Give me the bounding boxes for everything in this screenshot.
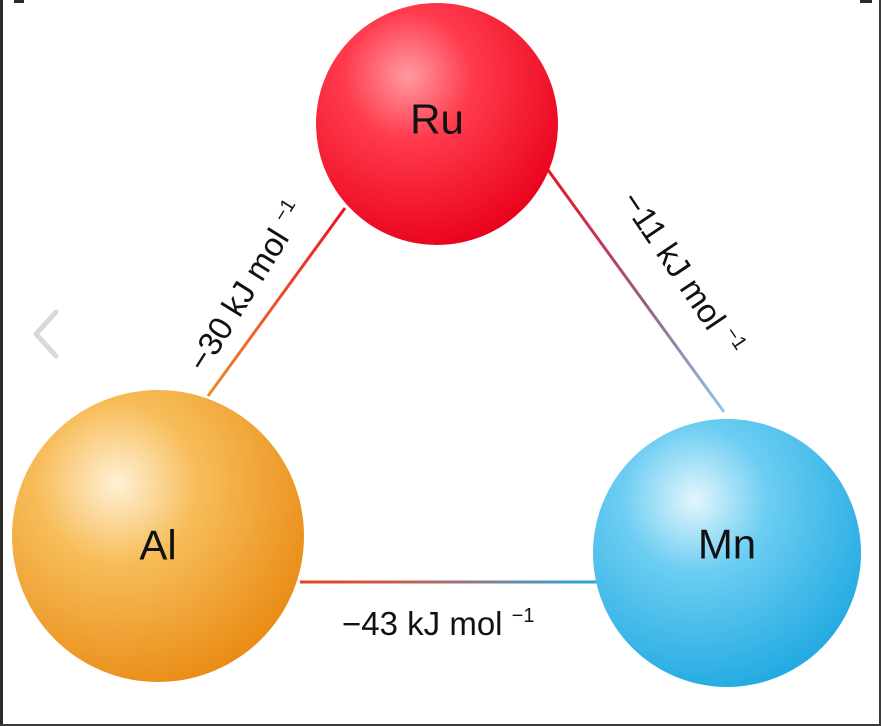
atom-ru-label: Ru (410, 96, 464, 143)
energy-label-ru-mn: −11 kJ mol −1 (614, 184, 751, 362)
energy-value-al-mn: −43 (342, 605, 398, 642)
energy-label-ru-al: −30 kJ mol −1 (180, 195, 313, 378)
energy-value-ru-al: −30 (180, 311, 241, 378)
energy-value-ru-mn: −11 (614, 184, 675, 249)
atom-al-sphere (12, 390, 304, 682)
atom-ru-sphere (316, 3, 558, 245)
atom-al-label: Al (139, 522, 176, 569)
viewer-frame-left (0, 0, 3, 726)
atom-ru: Ru (316, 3, 558, 245)
energy-unit-al-mn: kJ mol (407, 605, 502, 642)
atom-al: Al (12, 390, 304, 682)
energy-exponent-ru-mn: −1 (720, 323, 751, 354)
energy-unit-ru-al: kJ mol (214, 222, 296, 322)
bond-ru-al (206, 207, 347, 397)
atom-mn-label: Mn (698, 521, 756, 568)
corner-tick-left (14, 0, 24, 3)
previous-image-button[interactable] (26, 306, 66, 362)
energy-exponent-al-mn: −1 (512, 605, 535, 627)
atom-mn-sphere (593, 419, 861, 687)
viewer-frame-right (879, 0, 881, 726)
energy-label-al-mn: −43 kJ mol −1 (342, 605, 534, 642)
energy-unit-ru-mn: kJ mol (649, 236, 733, 336)
chevron-left-icon (33, 309, 59, 359)
energy-exponent-ru-al: −1 (269, 195, 300, 226)
viewer-frame-bottom (0, 724, 881, 726)
bond-ru-mn (546, 169, 726, 413)
corner-tick-right (860, 0, 872, 3)
atom-mn: Mn (593, 419, 861, 687)
